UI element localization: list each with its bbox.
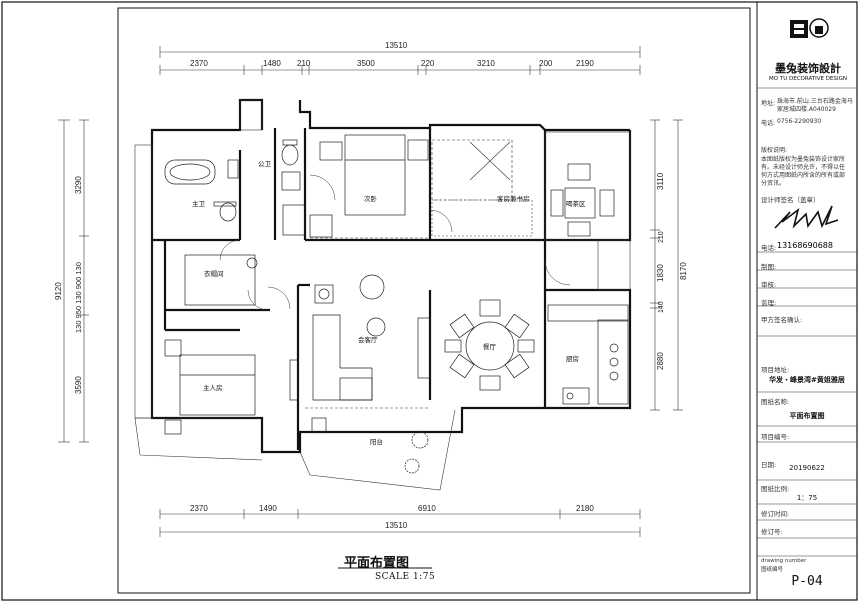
dim-right-total: 8170 [679,262,688,280]
outer-wall-east [543,130,632,410]
dim-top-ticks [159,65,641,75]
review-label: 审核: [761,281,777,289]
dim-top-seg-5: 3210 [477,59,495,68]
drawing-number-label: drawing number [761,558,807,564]
designer-signature [774,205,839,229]
outer-wall-north-2 [298,100,630,132]
ratio-value: 1：75 [796,494,818,502]
revision-time-label: 修订时间: [761,510,790,518]
dim-bottom-seg-1: 1490 [259,504,277,513]
drawing-number-label-cn: 图纸编号 [761,567,784,573]
room-label-cloakroom: 衣帽间 [204,269,224,278]
company-logo [790,18,829,38]
furniture [164,134,629,474]
copyright-line-3: 何方式用图纸内所含的所有或部 [761,172,846,179]
dimension-lines: 13510 2370 1480 210 3500 220 3210 200 21… [54,41,688,537]
date-value: 20190622 [789,464,825,472]
sofa [312,314,373,401]
supervise-label: 监理: [761,299,777,307]
copyright-label: 版权说明: [761,147,788,154]
company-name-cn: 墨兔装饰設計 [775,62,841,75]
signature-label: 设计师签名（盖章） [761,196,820,204]
dim-right-seg-4: 2880 [656,352,665,370]
dim-top-seg-2: 210 [297,59,311,68]
draw-label: 制图: [761,263,777,271]
ratio-label: 图纸比例: [761,485,790,493]
drawing-number: P-04 [791,574,823,589]
dim-bottom-seg-0: 2370 [190,504,208,513]
room-label-second-bedroom: 次卧 [364,194,378,203]
dim-left-total: 9120 [54,282,63,300]
dim-left-seg-2: 3590 [74,376,83,394]
copyright-line-2: 有。未经设计师允许，不得以任 [761,164,846,171]
doors [219,174,571,311]
dining-table [465,321,515,371]
project-address-label: 项目地址: [761,366,790,374]
room-label-tea-area: 喝茶区 [566,199,586,208]
dim-left-seg-0: 3290 [74,176,83,194]
dim-top-seg-1: 1480 [263,59,281,68]
walls [150,98,632,454]
master-bed [179,354,256,416]
dim-top-seg-7: 2190 [576,59,594,68]
room-label-balcony: 阳台 [370,437,383,446]
dim-top-seg-0: 2370 [190,59,208,68]
windows-and-details [134,99,631,491]
company-name-en: MO TU DECORATIVE DESIGN [769,76,847,82]
plan-title: 平面布置图 [344,556,410,571]
designer-phone-label: 电话: [761,244,777,252]
dim-top-seg-6: 200 [539,59,553,68]
dim-right-seg-3: 140 [658,301,665,313]
room-labels: 公卫 主卫 次卧 客房兼书房 喝茶区 衣帽间 会客厅 餐厅 厨房 主人房 阳台 [192,160,586,446]
room-label-master-bedroom: 主人房 [203,383,223,392]
project-address: 华发・峰景湾#黄姐雅居 [769,376,845,384]
dim-right-seg-2: 1830 [656,264,665,282]
round-table [366,317,386,337]
phone-label: 电话: [761,120,776,127]
date-label: 日期: [761,461,777,469]
drawing-name: 平面布置图 [789,412,825,420]
address-label: 地址: [761,100,776,107]
dim-top-seg-4: 220 [421,59,435,68]
room-label-guest-study: 客房兼书房 [497,194,530,203]
client-sign-label: 甲方签名确认: [761,316,803,324]
dim-top-total: 13510 [385,41,408,50]
designer-phone: 13168690688 [777,241,833,250]
dim-bottom-seg-3: 2180 [576,504,594,513]
room-label-master-bath: 主卫 [192,199,206,208]
room-label-public-bath: 公卫 [258,160,272,168]
outer-wall-north [150,98,264,145]
drawing-name-label: 图纸名称: [761,398,790,406]
title-block-lines [757,87,857,557]
bathtub [164,159,216,185]
address-value: 珠海市.前山.三台石路金海马家居城四楼.A040029 [777,98,853,113]
second-bed [344,134,406,216]
room-label-living-room: 会客厅 [358,335,378,344]
dim-top-seg-3: 3500 [357,59,375,68]
phone-value: 0756-2290930 [777,118,822,125]
dim-left-seg-1: 130 950 130 900 130 [74,262,83,333]
copyright-line-1: 本图纸版权为墨兔装饰设计家所 [761,156,846,163]
revision-no-label: 修订号: [761,528,783,536]
dim-right-seg-0: 3110 [656,172,665,190]
room-label-dining: 餐厅 [483,342,497,351]
project-no-label: 项目编号: [761,433,790,441]
outer-wall-south [150,145,545,454]
dim-bottom-seg-2: 6910 [418,504,436,513]
room-label-kitchen: 厨房 [566,354,579,363]
dim-right-seg-1: 210 [658,231,665,243]
plan-scale: SCALE 1:75 [375,572,436,582]
drawing-frame [117,7,751,594]
copyright-line-4: 分资讯。 [761,180,786,187]
dim-bottom-total: 13510 [385,521,408,530]
